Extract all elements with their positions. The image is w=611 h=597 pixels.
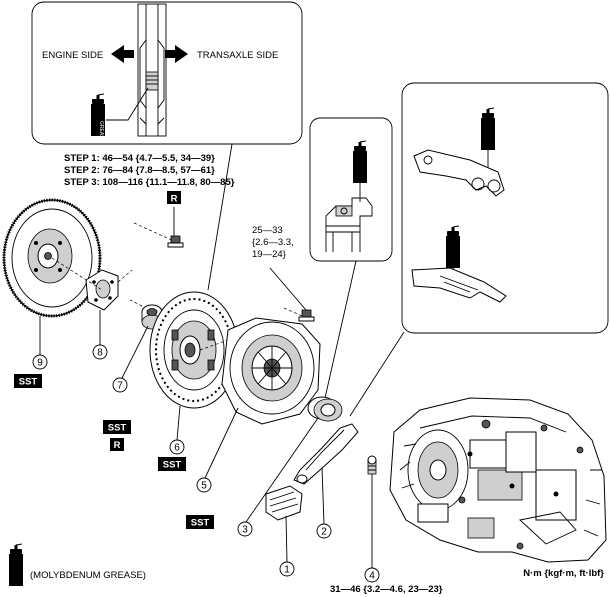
grease-can-icon (8, 543, 24, 587)
clutch-disc (149, 291, 239, 409)
svg-text:1: 1 (284, 565, 290, 576)
cover-torque-line1: 25—33 (252, 225, 283, 236)
grease-can-icon (352, 140, 368, 184)
adapter-plate (85, 269, 119, 311)
svg-text:R: R (114, 440, 121, 451)
legend: (MOLYBDENUM GREASE) (8, 543, 146, 587)
sst-tag-clutch-cover: SST (186, 515, 214, 529)
svg-text:9: 9 (37, 358, 43, 369)
clutch-release-fork (293, 423, 359, 485)
arrow-left-icon (111, 45, 134, 63)
grease-can-icon (480, 107, 496, 151)
pivot-bolt (367, 455, 377, 475)
svg-text:SST: SST (163, 460, 182, 471)
clutch-cover (221, 317, 321, 425)
callout-2: 2 (316, 523, 332, 539)
replace-tag-pilot-bearing: R (110, 438, 124, 451)
release-collar-detail-callout (309, 117, 393, 262)
flywheel-torque-spec: STEP 1: 46—54 {4.7—5.5, 34—39} STEP 2: 7… (64, 153, 235, 205)
cover-torque-line3: 19—24} (252, 249, 286, 260)
replace-badge-text: R (171, 194, 178, 205)
sst-tag-flywheel: SST (14, 374, 42, 388)
clutch-boot (265, 485, 303, 521)
grease-can-label: GREASE (98, 121, 104, 143)
svg-text:5: 5 (201, 481, 207, 492)
svg-text:4: 4 (369, 571, 375, 582)
svg-text:7: 7 (117, 381, 123, 392)
spline-detail-callout: ENGINE SIDE TRANSAXLE SIDE GREASE (31, 1, 303, 145)
callout-7: 7 (112, 377, 128, 393)
svg-text:SST: SST (108, 423, 127, 434)
sst-tag-pilot-bearing: SST (103, 420, 131, 434)
callout-3: 3 (237, 521, 253, 537)
replace-badge (167, 191, 181, 204)
callout-5: 5 (196, 477, 212, 493)
release-fork-detail-callout (401, 82, 609, 334)
svg-text:SST: SST (191, 518, 210, 529)
transaxle-side-label: TRANSAXLE SIDE (197, 50, 278, 61)
callout-1: 1 (279, 561, 295, 577)
unit-note: N·m {kgf·m, ft·lbf} (523, 568, 604, 579)
clutch-cover-bolt (298, 309, 315, 322)
clutch-release-collar (307, 396, 343, 422)
svg-text:2: 2 (321, 527, 327, 538)
pivot-bolt-torque: 31—46 {3.2—4.6, 23—23} (330, 584, 443, 595)
grease-can-icon (445, 225, 461, 269)
torque-step1: STEP 1: 46—54 {4.7—5.5, 34—39} (64, 153, 215, 164)
callout-4: 4 (364, 567, 380, 583)
arrow-right-icon (165, 45, 188, 63)
callout-9: 9 (32, 354, 48, 370)
transaxle-case (389, 397, 607, 563)
cover-bolt-torque-spec: 25—33 {2.6—3.3, 19—24} (252, 225, 294, 260)
cover-torque-line2: {2.6—3.3, (252, 237, 294, 248)
torque-step2: STEP 2: 76—84 {7.8—8.5, 57—61} (64, 165, 215, 176)
svg-text:6: 6 (174, 443, 180, 454)
legend-label: (MOLYBDENUM GREASE) (30, 570, 146, 581)
engine-side-label: ENGINE SIDE (42, 50, 103, 61)
torque-step3: STEP 3: 108—116 {11.1—11.8, 80—85} (64, 177, 235, 188)
callout-8: 8 (92, 344, 108, 360)
svg-text:8: 8 (97, 348, 103, 359)
callout-6: 6 (169, 439, 185, 455)
svg-text:3: 3 (242, 525, 248, 536)
sst-tag-clutch-disc: SST (158, 457, 186, 471)
flywheel-bolt (167, 235, 184, 248)
svg-text:SST: SST (19, 377, 38, 388)
